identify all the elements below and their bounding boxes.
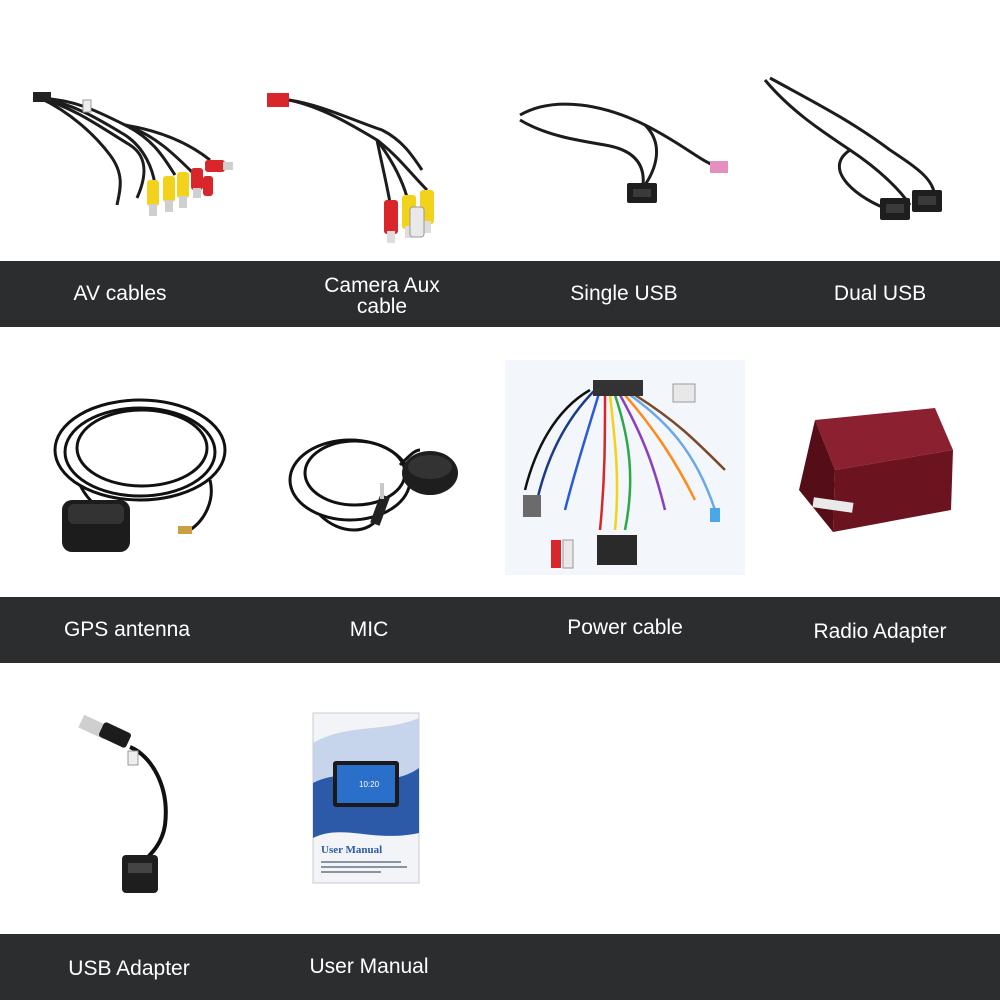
label-band-row-3: USB Adapter User Manual <box>0 934 1000 1000</box>
label-av-cables: AV cables <box>73 282 167 305</box>
label-single-usb: Single USB <box>570 282 678 305</box>
label-band-row-1: AV cables Camera Aux cable Single USB Du… <box>0 261 1000 327</box>
label-user-manual: User Manual <box>309 955 429 978</box>
label-radio-adapter: Radio Adapter <box>813 620 947 643</box>
dual-usb-image <box>763 76 942 220</box>
radio-adapter-image <box>799 408 953 532</box>
user-manual-image: 10:20 User Manual <box>312 712 420 884</box>
power-cable-image <box>505 360 745 575</box>
gps-antenna-image <box>53 398 227 552</box>
label-dual-usb: Dual USB <box>833 282 927 305</box>
label-camera-aux-cable: Camera Aux cable <box>324 275 440 317</box>
single-usb-image <box>519 102 728 203</box>
label-camera-aux-line2: cable <box>356 295 408 318</box>
manual-cover-title: User Manual <box>321 844 382 856</box>
manual-screen-time: 10:20 <box>359 780 380 789</box>
usb-adapter-image <box>78 714 168 893</box>
label-band-row-2: GPS antenna MIC Power cable Radio Adapte… <box>0 597 1000 663</box>
label-camera-aux-line1: Camera Aux <box>324 274 440 297</box>
label-usb-adapter: USB Adapter <box>68 957 190 980</box>
camera-aux-cable-image <box>267 93 434 243</box>
av-cables-image <box>33 92 233 216</box>
mic-image <box>288 438 458 532</box>
label-power-cable: Power cable <box>567 616 683 639</box>
label-gps-antenna: GPS antenna <box>63 618 191 641</box>
label-mic: MIC <box>349 618 389 641</box>
